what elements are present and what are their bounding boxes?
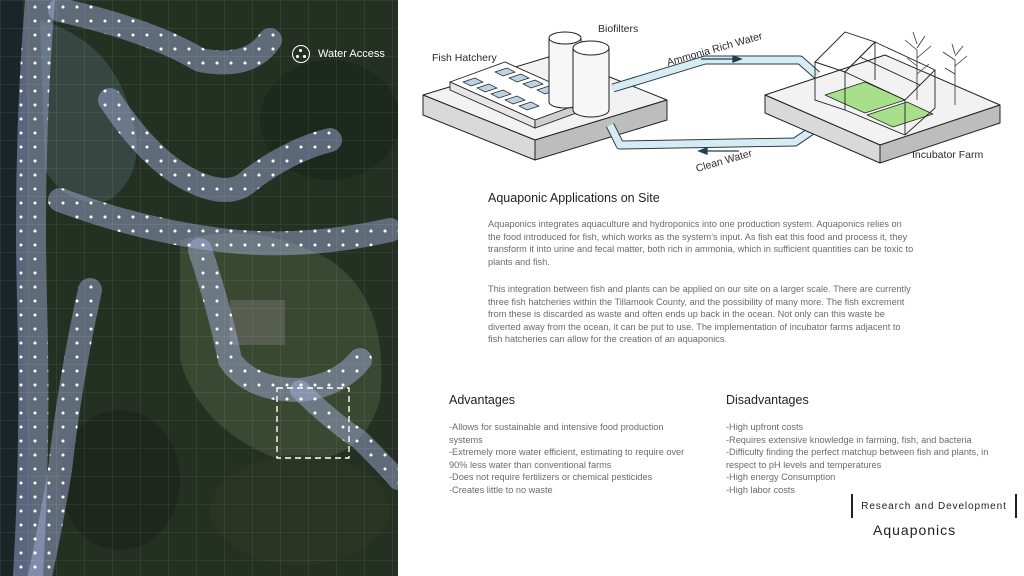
section-title: Aquaponic Applications on Site xyxy=(488,191,660,205)
list-item: -High energy Consumption xyxy=(726,472,836,483)
map-legend: Water Access xyxy=(292,45,385,63)
disadvantages-list: -High upfront costs -Requires extensive … xyxy=(726,421,998,497)
incubator-farm-label: Incubator Farm xyxy=(912,149,983,161)
trees xyxy=(904,31,968,105)
list-item: -Requires extensive knowledge in farming… xyxy=(726,434,972,445)
fish-hatchery-label: Fish Hatchery xyxy=(432,52,498,64)
list-item: -High labor costs xyxy=(726,484,795,495)
list-item: -Does not require fertilizers or chemica… xyxy=(449,472,653,483)
list-item: -High upfront costs xyxy=(726,422,804,432)
list-item: -Creates little to no waste xyxy=(449,484,553,495)
aquaponics-diagram: Biofilters Fish Hatchery Ammonia Rich Wa… xyxy=(422,23,1001,175)
site-selection-box xyxy=(276,387,350,459)
greenhouse xyxy=(814,31,936,136)
footer-title: Aquaponics xyxy=(873,522,957,538)
map-grid xyxy=(0,0,398,576)
footer-tag: Research and Development xyxy=(861,500,1007,512)
map-canvas xyxy=(0,0,398,576)
site-paragraph: This integration between fish and plants… xyxy=(488,284,911,345)
satellite-map: Water Access xyxy=(0,0,398,576)
advantages-list: -Allows for sustainable and intensive fo… xyxy=(449,421,691,497)
water-access-icon xyxy=(292,45,310,63)
biofilters-label: Biofilters xyxy=(598,23,638,35)
list-item: -Difficulty finding the perfect matchup … xyxy=(726,447,989,470)
incubator-farm-platform xyxy=(764,54,1001,164)
legend-label: Water Access xyxy=(318,48,385,60)
advantages-title: Advantages xyxy=(449,393,516,407)
flow-arrows xyxy=(697,55,743,155)
intro-paragraph: Aquaponics integrates aquaculture and hy… xyxy=(488,219,914,267)
biofilter-tanks xyxy=(548,31,610,118)
list-item: -Extremely more water efficient, estimat… xyxy=(449,447,685,470)
disadvantages-title: Disadvantages xyxy=(726,393,809,407)
water-pipes xyxy=(605,55,823,150)
list-item: -Allows for sustainable and intensive fo… xyxy=(449,422,664,445)
footer-tag-bar: Research and Development xyxy=(851,494,1017,518)
